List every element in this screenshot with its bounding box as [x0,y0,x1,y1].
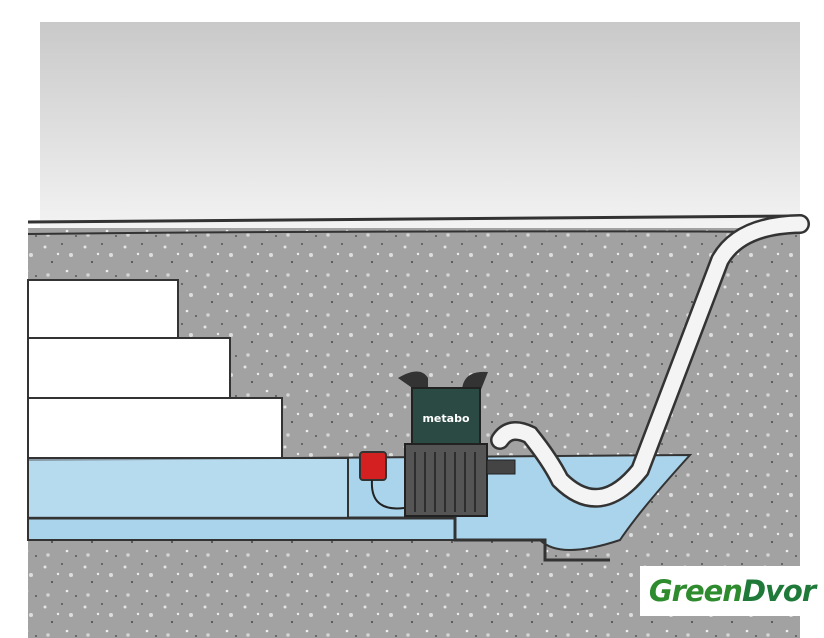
grass-line [27,214,801,224]
float-switch [359,451,387,481]
watermark-dvor: Dvor [741,574,816,608]
pump-brand-label: metabo [422,412,469,425]
stacked-boxes [27,279,349,519]
submersible-pump: metabo [398,371,516,517]
watermark-green: Green [648,574,743,608]
basement-floor [28,516,610,562]
discharge-hose [492,216,808,506]
sky [40,22,800,234]
